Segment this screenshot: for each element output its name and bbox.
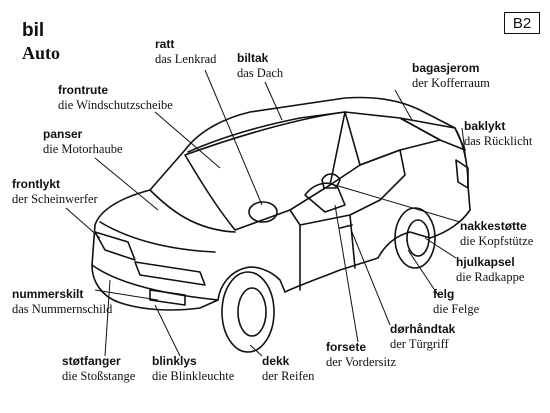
rear-wheel-tire	[394, 207, 436, 269]
front-wheel-tire	[221, 271, 275, 353]
car-body-outline	[91, 96, 471, 311]
label-frontrute: frontrute die Windschutzscheibe	[58, 83, 173, 112]
label-baklykt-no: baklykt	[464, 119, 506, 133]
bumper-shape	[91, 264, 219, 301]
label-felg-de: die Felge	[433, 301, 480, 316]
label-panser-de: die Motorhaube	[43, 141, 123, 156]
label-baklykt: baklykt das Rücklicht	[464, 119, 533, 148]
label-biltak-de: das Dach	[237, 65, 284, 80]
steering-wheel-shape	[248, 201, 278, 223]
door-rear-line	[349, 214, 356, 269]
label-nakkestotte-de: die Kopfstütze	[460, 233, 534, 248]
label-forsete: forsete der Vordersitz	[326, 340, 397, 369]
level-badge: B2	[504, 12, 540, 34]
label-frontrute-de: die Windschutzscheibe	[58, 97, 173, 112]
label-dorhandtak-de: der Türgriff	[390, 336, 449, 351]
label-ratt-no: ratt	[155, 37, 175, 51]
label-dorhandtak-no: dørhåndtak	[390, 322, 456, 336]
label-dekk-no: dekk	[262, 354, 290, 368]
front-wheel-rim	[237, 287, 267, 337]
taillight-shape	[455, 159, 469, 189]
label-baklykt-de: das Rücklicht	[464, 133, 533, 148]
label-bagasjerom-no: bagasjerom	[412, 61, 480, 75]
bonnet-front-edge	[99, 221, 216, 253]
label-forsete-no: forsete	[326, 340, 367, 354]
label-panser: panser die Motorhaube	[43, 127, 123, 156]
label-nummerskilt-no: nummerskilt	[12, 287, 84, 301]
label-frontlykt: frontlykt der Scheinwerfer	[12, 177, 98, 206]
side-window	[289, 149, 406, 226]
label-frontlykt-de: der Scheinwerfer	[12, 191, 98, 206]
door-handle	[339, 224, 353, 229]
rear-window	[344, 111, 441, 166]
headrest-shape	[321, 173, 341, 189]
headlight-shape	[94, 231, 136, 261]
trunk-lid	[399, 117, 466, 151]
rear-wheel-hubcap	[406, 219, 430, 257]
label-ratt: ratt das Lenkrad	[155, 37, 217, 66]
label-frontrute-no: frontrute	[58, 83, 108, 97]
bonnet-line	[149, 189, 236, 233]
label-stotfanger-de: die Stoßstange	[62, 368, 136, 383]
label-felg: felg die Felge	[433, 287, 480, 316]
label-hjulkapsel-no: hjulkapsel	[456, 255, 515, 269]
label-stotfanger: støtfanger die Stoßstange	[62, 354, 136, 383]
label-frontlykt-no: frontlykt	[12, 177, 60, 191]
label-dekk: dekk der Reifen	[262, 354, 315, 383]
label-hjulkapsel-de: die Radkappe	[456, 269, 525, 284]
title-norwegian: bil	[22, 20, 45, 41]
label-bagasjerom: bagasjerom der Kofferraum	[412, 61, 490, 90]
label-dekk-de: der Reifen	[262, 368, 315, 383]
label-stotfanger-no: støtfanger	[62, 354, 121, 368]
label-dorhandtak: dørhåndtak der Türgriff	[390, 322, 456, 351]
label-blinklys-de: die Blinkleuchte	[152, 368, 235, 383]
label-felg-no: felg	[433, 287, 455, 301]
label-blinklys-no: blinklys	[152, 354, 197, 368]
windshield-shape	[184, 111, 346, 231]
label-forsete-de: der Vordersitz	[326, 354, 397, 369]
label-nakkestotte-no: nakkestøtte	[460, 219, 527, 233]
label-biltak-no: biltak	[237, 51, 269, 65]
label-nummerskilt: nummerskilt das Nummernschild	[12, 287, 113, 316]
title-german: Auto	[22, 43, 61, 63]
grille-shape	[134, 261, 206, 286]
roof-line	[187, 111, 346, 153]
label-ratt-de: das Lenkrad	[155, 51, 217, 66]
label-biltak: biltak das Dach	[237, 51, 284, 80]
label-blinklys: blinklys die Blinkleuchte	[152, 354, 235, 383]
number-plate	[149, 289, 186, 306]
label-hjulkapsel: hjulkapsel die Radkappe	[456, 255, 525, 284]
label-nakkestotte: nakkestøtte die Kopfstütze	[460, 219, 534, 248]
label-nummerskilt-de: das Nummernschild	[12, 301, 113, 316]
leader-lines	[65, 69, 467, 357]
seat-shape	[304, 182, 346, 213]
label-bagasjerom-de: der Kofferraum	[412, 75, 490, 90]
label-panser-no: panser	[43, 127, 83, 141]
